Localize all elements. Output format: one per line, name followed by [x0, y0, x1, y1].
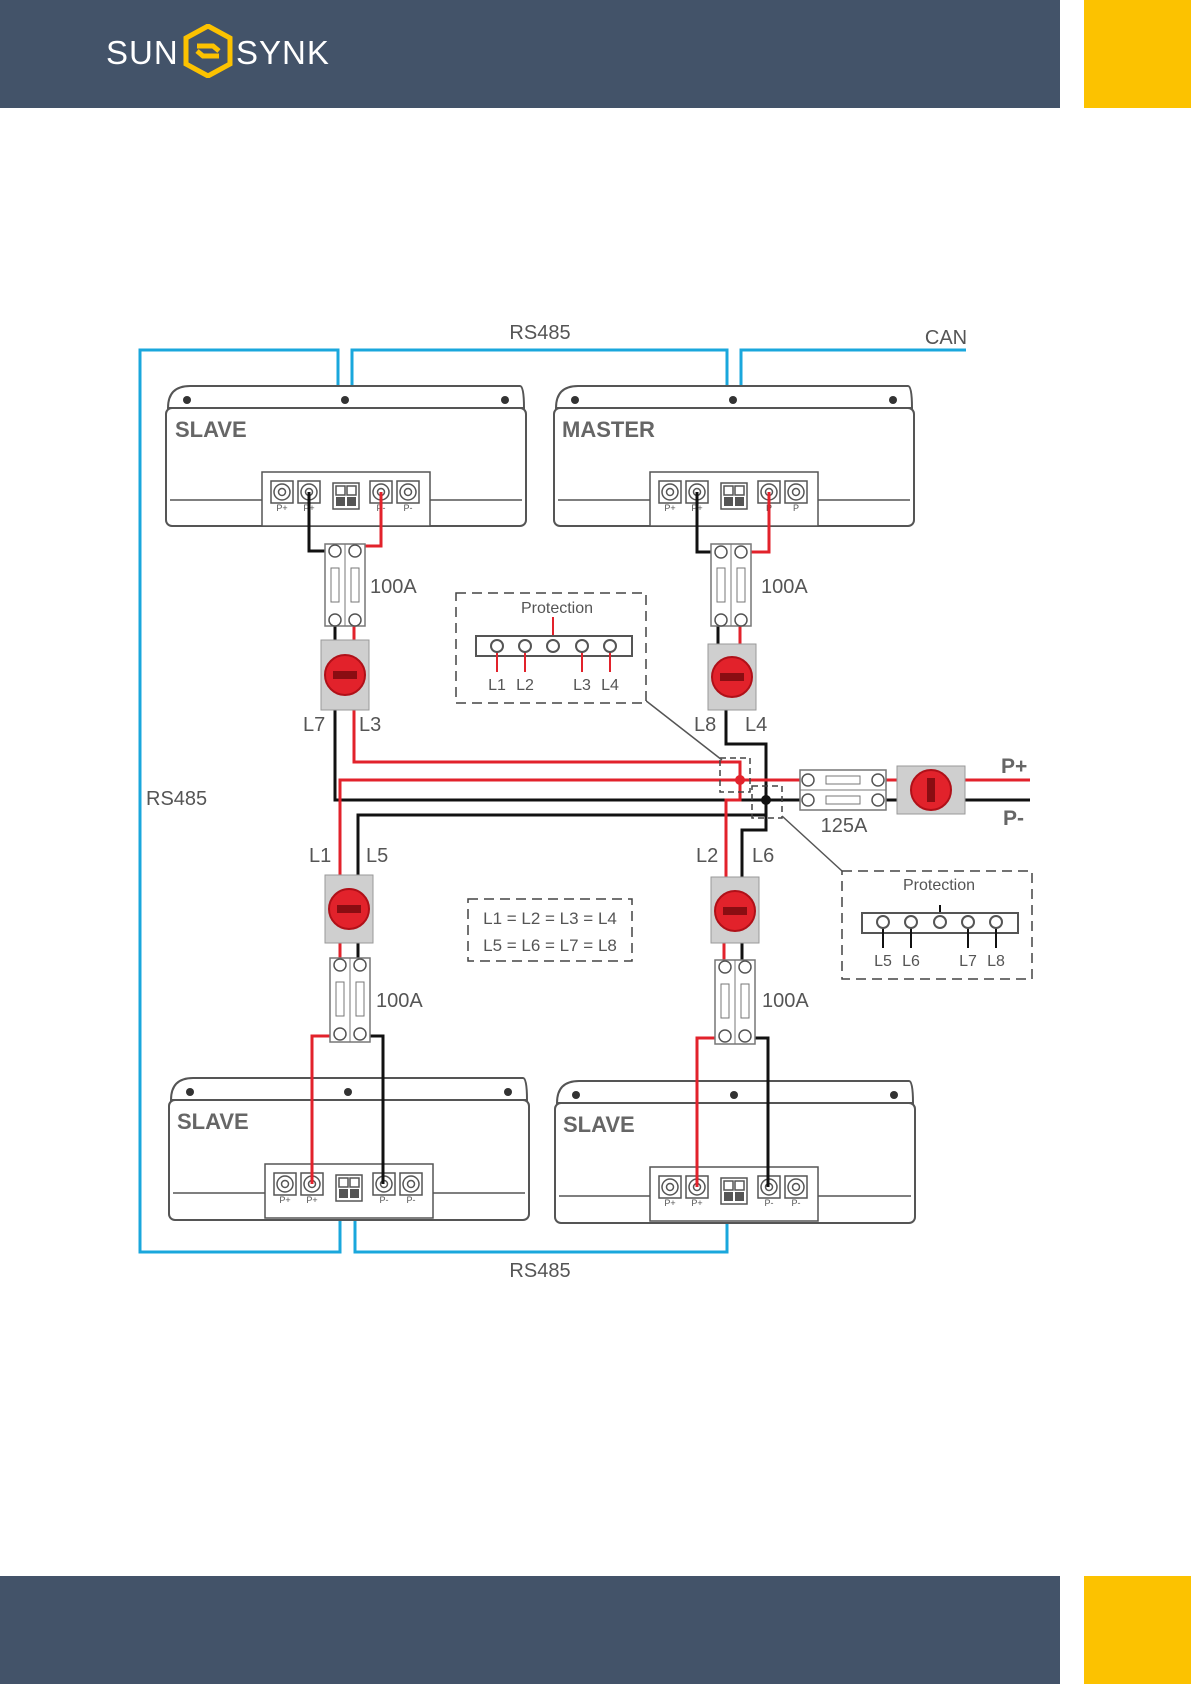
terminal-label: P+	[276, 503, 287, 513]
protection-cable-label: L6	[902, 953, 920, 970]
fuse-top-left	[325, 544, 365, 626]
protection-title: Protection	[903, 877, 975, 894]
cable-label: L8	[694, 714, 716, 736]
protection-cable-label: L5	[874, 953, 892, 970]
terminal-label: P-	[380, 1195, 389, 1205]
terminal-label: P+	[664, 1198, 675, 1208]
fuse-rating-label: 100A	[376, 990, 423, 1012]
battery-role-label: SLAVE	[177, 1109, 249, 1134]
battery-bottom-left: SLAVE P+ P+ P- P-	[169, 1078, 529, 1220]
fuse-bottom-right	[715, 960, 755, 1044]
cable-label: L7	[303, 714, 325, 736]
protection-cable-label: L3	[573, 677, 591, 694]
rs485-top-label: RS485	[509, 322, 570, 344]
protection-inset-right: Protection L5 L6 L7 L8	[842, 871, 1032, 979]
terminal-label: P-	[407, 1195, 416, 1205]
battery-bottom-right: SLAVE P+ P+ P- P-	[555, 1081, 915, 1223]
terminal-label: P-	[792, 1198, 801, 1208]
fuse-bottom-left	[330, 958, 370, 1042]
output-negative-label: P-	[1003, 807, 1024, 830]
battery-role-label: MASTER	[562, 417, 655, 442]
cable-label: L3	[359, 714, 381, 736]
protection-cable-label: L2	[516, 677, 534, 694]
cable-length-equation: L1 = L2 = L3 = L4 L5 = L6 = L7 = L8	[468, 899, 632, 961]
cable-label: L2	[696, 845, 718, 867]
protection-cable-label: L4	[601, 677, 619, 694]
fuse-rating-label: 100A	[761, 576, 808, 598]
output-positive-label: P+	[1001, 755, 1027, 778]
isolator-switch-bottom-left	[325, 875, 373, 943]
terminal-label: P+	[306, 1195, 317, 1205]
equation-line-2: L5 = L6 = L7 = L8	[483, 936, 617, 955]
can-label: CAN	[925, 327, 967, 349]
protection-cable-label: L7	[959, 953, 977, 970]
protection-title: Protection	[521, 600, 593, 617]
isolator-switch-top-left	[321, 640, 369, 710]
can-line	[741, 350, 966, 385]
fuse-rating-label: 100A	[370, 576, 417, 598]
rs485-left-label: RS485	[146, 788, 207, 810]
fuse-rating-label: 100A	[762, 990, 809, 1012]
terminal-label: P-	[765, 1198, 774, 1208]
rs485-top-link	[352, 350, 727, 385]
equation-line-1: L1 = L2 = L3 = L4	[483, 909, 617, 928]
protection-cable-label: L1	[488, 677, 506, 694]
isolator-switch-main	[897, 766, 965, 814]
fuse-top-right	[711, 544, 751, 626]
terminal-label: P+	[279, 1195, 290, 1205]
terminal-label: P	[793, 503, 799, 513]
fuse-rating-label: 125A	[821, 815, 868, 837]
terminal-label: P+	[664, 503, 675, 513]
protection-inset-top: Protection L1 L2 L3 L4	[456, 593, 646, 703]
rs485-bottom-label: RS485	[509, 1260, 570, 1282]
terminal-label: P+	[691, 1198, 702, 1208]
cable-label: L5	[366, 845, 388, 867]
protection-cable-label: L8	[987, 953, 1005, 970]
battery-top-left: SLAVE P+ P+ P- P-	[166, 386, 526, 526]
cable-label: L1	[309, 845, 331, 867]
isolator-switch-top-right	[708, 644, 756, 710]
isolator-switch-bottom-right	[711, 877, 759, 943]
battery-role-label: SLAVE	[175, 417, 247, 442]
cable-label: L4	[745, 714, 767, 736]
fuse-main	[800, 770, 886, 810]
battery-role-label: SLAVE	[563, 1112, 635, 1137]
cable-label: L6	[752, 845, 774, 867]
terminal-label: P-	[404, 503, 413, 513]
battery-top-right: MASTER P+ P+ P P	[554, 386, 914, 526]
